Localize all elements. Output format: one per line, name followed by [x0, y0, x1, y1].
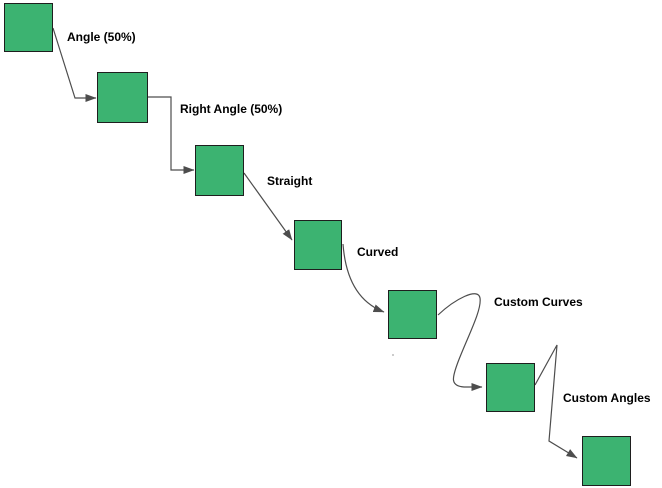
connector-label-custom-curves: Custom Curves	[494, 295, 583, 309]
connector-label-curved: Curved	[357, 245, 399, 259]
node-6[interactable]	[486, 363, 535, 412]
connector-right-angle-50[interactable]	[148, 96, 195, 174]
connector-label-angle-50: Angle (50%)	[67, 30, 136, 44]
connector-label-custom-angles: Custom Angles	[563, 391, 651, 405]
node-3[interactable]	[195, 145, 244, 196]
connector-angle-50[interactable]	[52, 27, 97, 102]
connector-label-straight: Straight	[267, 174, 313, 188]
node-7[interactable]	[582, 436, 631, 486]
connector-curved[interactable]	[342, 243, 385, 313]
stray-dot	[392, 354, 394, 356]
node-2[interactable]	[97, 72, 148, 123]
connector-custom-angles[interactable]	[534, 344, 578, 459]
node-5[interactable]	[388, 290, 437, 339]
node-4[interactable]	[294, 220, 342, 270]
connector-custom-curves[interactable]	[437, 293, 483, 391]
connector-label-right-angle-50: Right Angle (50%)	[180, 102, 283, 116]
connector-straight[interactable]	[243, 172, 293, 241]
node-1[interactable]	[4, 3, 53, 52]
